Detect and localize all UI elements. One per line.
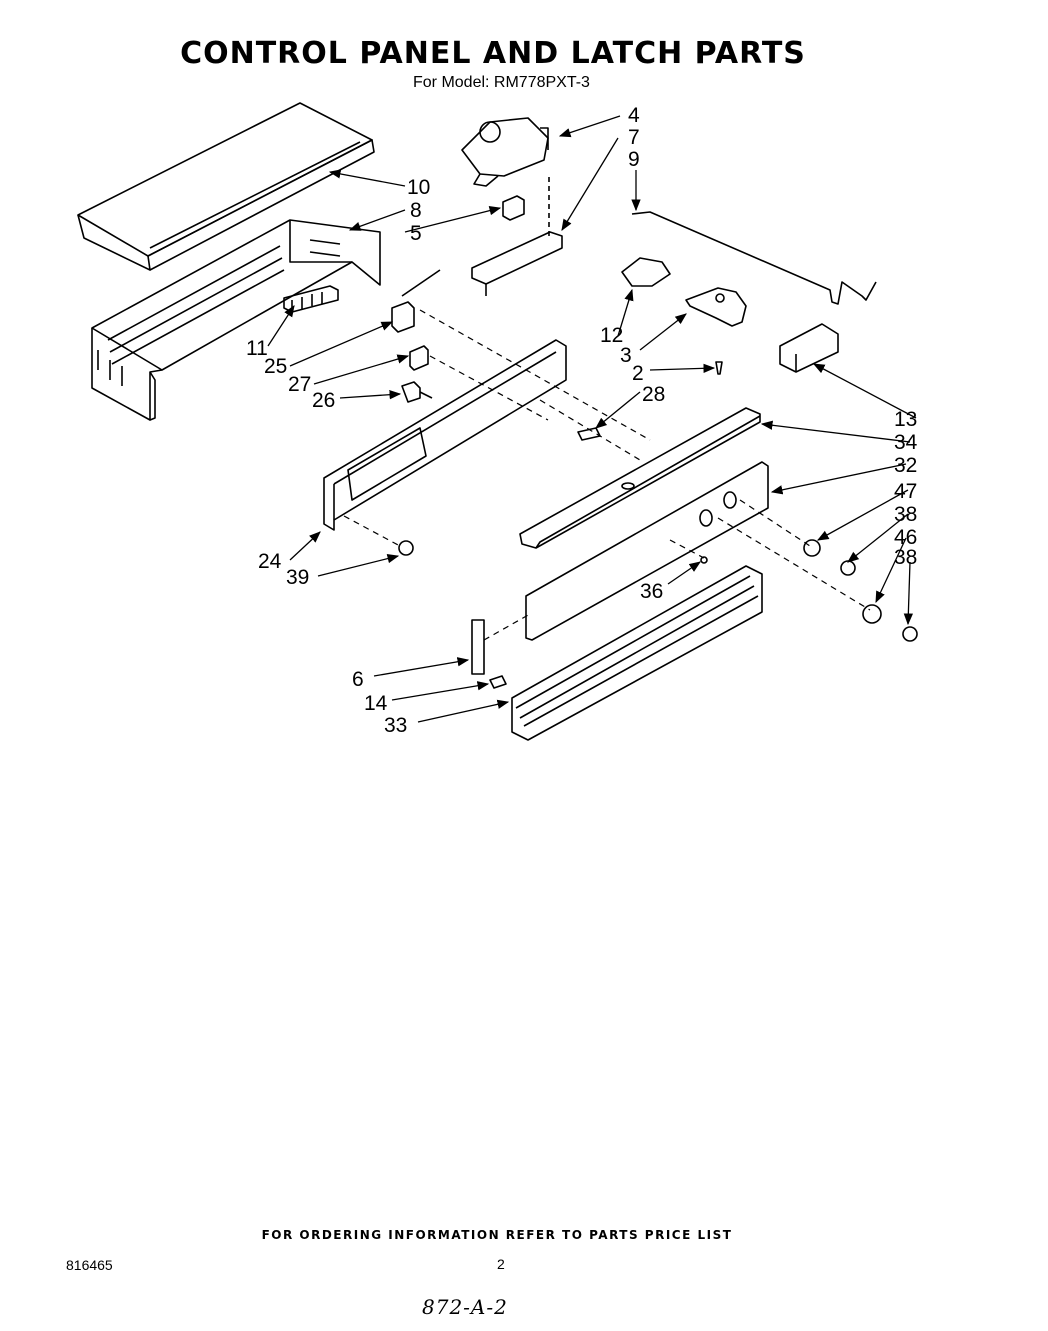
switch-part: [502, 195, 525, 221]
callout-36: 36: [640, 580, 663, 603]
callout-13: 13: [894, 408, 917, 431]
callout-11: 11: [246, 337, 268, 360]
callout-46: 46: [894, 526, 917, 549]
callout-7: 7: [628, 126, 640, 149]
latch-hook-part: [621, 257, 671, 287]
callout-47: 47: [894, 480, 917, 503]
callout-24: 24: [258, 550, 282, 573]
callout-39: 39: [286, 566, 309, 589]
callout-4: 4: [628, 104, 640, 127]
assembly-lines: [343, 309, 871, 641]
bracket-part: [471, 176, 563, 296]
document-number: 816465: [66, 1257, 113, 1273]
callout-10: 10: [407, 176, 430, 199]
callout-3: 3: [620, 344, 632, 367]
callout-8: 8: [410, 199, 422, 222]
leader-lines: [267, 115, 917, 723]
knob-parts: [398, 427, 918, 689]
callout-32: 32: [894, 454, 917, 477]
callout-2: 2: [632, 362, 644, 385]
panel-plate-part: [525, 461, 769, 641]
callout-38b: 38: [894, 546, 917, 569]
callout-9: 9: [628, 148, 640, 171]
callout-28: 28: [642, 383, 665, 406]
callout-14: 14: [364, 692, 388, 715]
callout-6: 6: [352, 668, 364, 691]
callout-labels: 10 8 5 4 7 9 11 25 27 26 12 3 2 28 13 34…: [246, 104, 918, 737]
callout-5: 5: [410, 222, 422, 245]
callout-12: 12: [600, 324, 623, 347]
rod-part: [631, 211, 877, 305]
callout-34: 34: [894, 431, 918, 454]
ordering-info-footer: FOR ORDERING INFORMATION REFER TO PARTS …: [261, 1228, 733, 1242]
screw-part: [715, 361, 723, 375]
clip-part: [409, 345, 429, 371]
model-subtitle: For Model: RM778PXT-3: [413, 74, 590, 91]
cover-part: [77, 102, 375, 271]
handle-part: [779, 323, 839, 373]
page-title: CONTROL PANEL AND LATCH PARTS: [180, 36, 806, 71]
callout-27: 27: [288, 373, 311, 396]
handwritten-note: 872-A-2: [422, 1295, 508, 1319]
housing-part: [91, 219, 381, 421]
timer-part: [461, 117, 549, 187]
callout-33: 33: [384, 714, 407, 737]
callout-26: 26: [312, 389, 335, 412]
control-panel-part: [323, 339, 567, 531]
rail-part: [519, 407, 761, 549]
lamp-socket-part: [401, 381, 433, 403]
channel-part: [511, 565, 763, 741]
latch-part: [685, 287, 747, 327]
page-number: 2: [497, 1256, 505, 1272]
callout-38a: 38: [894, 503, 917, 526]
callout-25: 25: [264, 355, 287, 378]
selector-switch-part: [391, 269, 441, 333]
